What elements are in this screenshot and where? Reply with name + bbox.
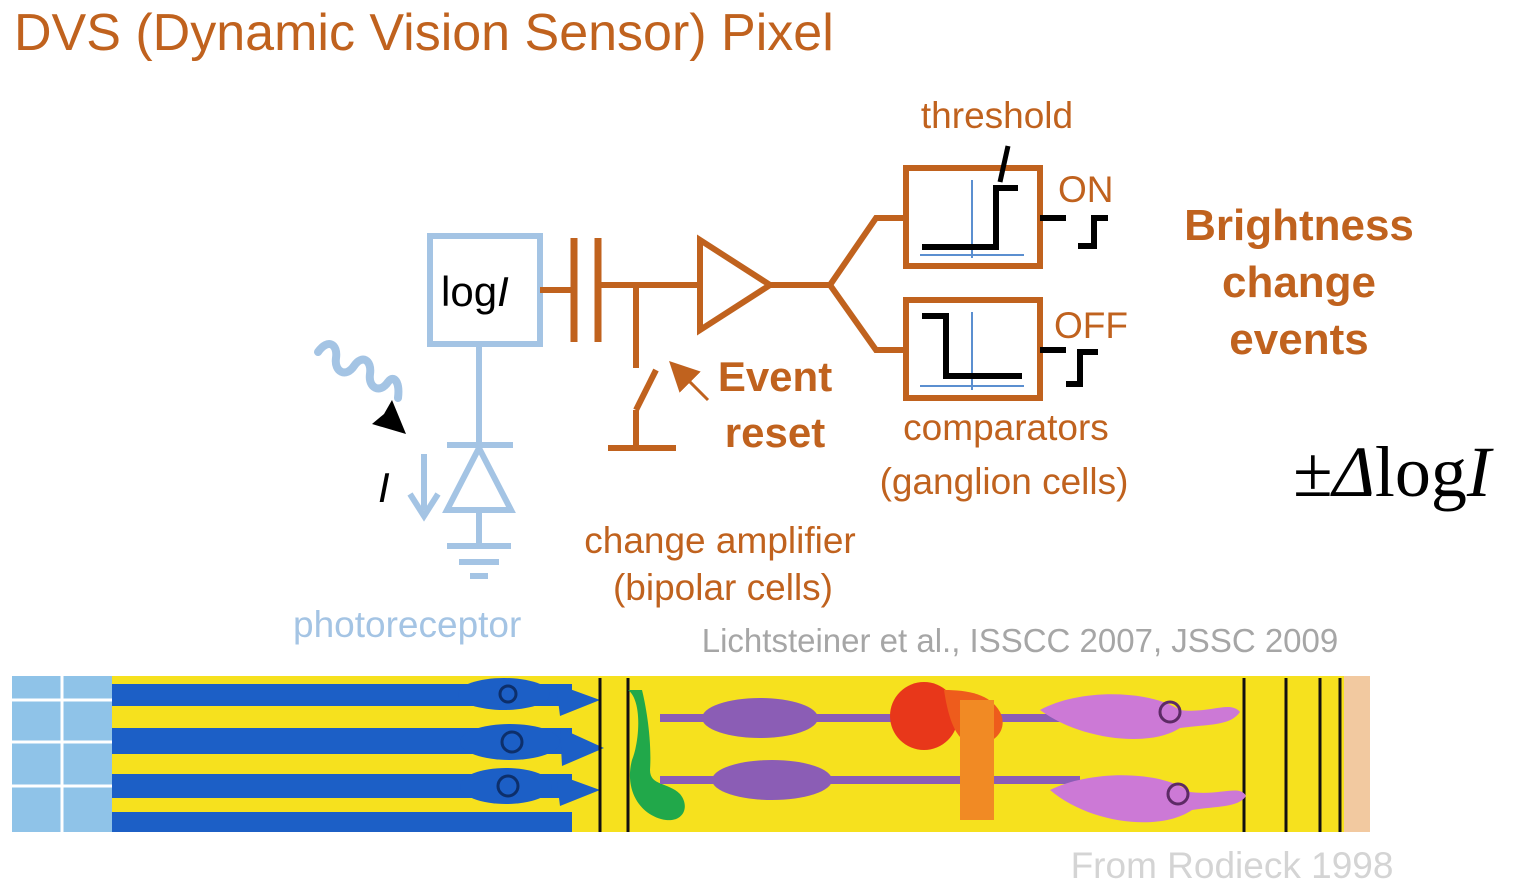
light-wave-icon xyxy=(314,340,403,402)
amplifier-label-line1: change amplifier xyxy=(584,520,855,561)
photoreceptor-label: photoreceptor xyxy=(293,604,521,645)
on-pulse-icon xyxy=(1078,215,1108,249)
output-line2: change xyxy=(1222,258,1376,307)
log-block-label: logI xyxy=(441,268,509,315)
on-label: ON xyxy=(1058,169,1114,210)
output-line1: Brightness xyxy=(1184,201,1414,250)
current-label: I xyxy=(378,464,390,511)
threshold-label: threshold xyxy=(921,95,1073,136)
change-amplifier-circuit: Event reset change amplifier (bipolar ce… xyxy=(540,234,856,608)
threshold-tick xyxy=(997,145,1011,183)
delta-log-formula: ±ΔlogI xyxy=(1293,432,1494,512)
event-reset-line1: Event xyxy=(718,353,832,400)
event-reset-line2: reset xyxy=(725,409,825,456)
paper-citation: Lichtsteiner et al., ISSCC 2007, JSSC 20… xyxy=(702,622,1339,659)
branch-wire-on xyxy=(827,215,906,287)
light-arrow-icon xyxy=(372,400,406,434)
photoreceptor-circuit: logI I photoreceptor xyxy=(293,233,543,645)
retina-citation: From Rodieck 1998 xyxy=(1071,845,1394,884)
branch-wire-off xyxy=(827,283,906,353)
off-pulse-icon xyxy=(1066,349,1098,387)
amplifier-label-line2: (bipolar cells) xyxy=(613,567,833,608)
off-label: OFF xyxy=(1054,305,1128,346)
reset-pointer-arrow-icon xyxy=(669,361,710,402)
diode-triangle xyxy=(442,441,516,513)
reset-switch-blade xyxy=(633,368,659,412)
comparators-circuit: threshold ON OFF comparators (ganglion c… xyxy=(827,95,1129,502)
amplifier-triangle xyxy=(697,234,776,336)
page-title: DVS (Dynamic Vision Sensor) Pixel xyxy=(14,4,834,62)
off-step-curve xyxy=(922,313,1022,379)
comparators-label-line2: (ganglion cells) xyxy=(880,461,1129,502)
output-line3: events xyxy=(1229,315,1368,364)
current-arrowhead-icon xyxy=(407,492,441,522)
ground-icon xyxy=(447,543,511,579)
on-step-curve xyxy=(922,185,1018,250)
output-section: Brightness change events ±ΔlogI xyxy=(1184,201,1494,512)
comparators-label-line1: comparators xyxy=(903,407,1109,448)
retina-illustration xyxy=(12,676,1370,832)
